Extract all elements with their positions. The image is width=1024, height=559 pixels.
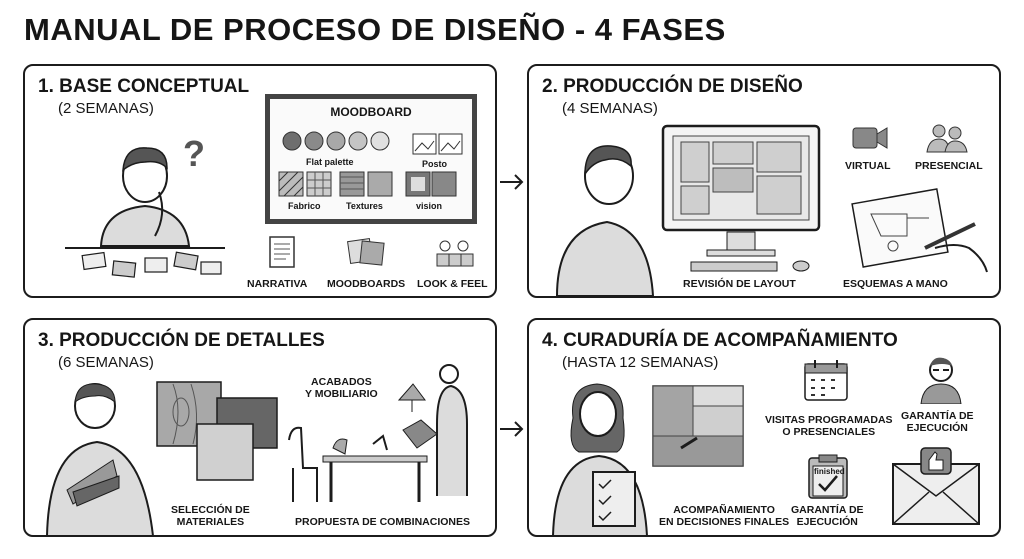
calendar-icon — [804, 360, 848, 401]
phase-panel-3: 3. PRODUCCIÓN DE DETALLES (6 SEMANAS) SE… — [23, 318, 497, 537]
item-moodboards: MOODBOARDS — [327, 278, 406, 290]
phase-title: 1. BASE CONCEPTUAL — [38, 76, 250, 97]
vision-label: vision — [416, 201, 443, 211]
finished-note: finished — [814, 467, 845, 476]
textures-label: Textures — [346, 201, 383, 211]
item-seleccion-materiales: SELECCIÓN DE MATERIALES — [171, 504, 250, 528]
phase-panel-1: 1. BASE CONCEPTUAL (2 SEMANAS) ? MOODBOA… — [23, 64, 497, 298]
hand-sketch-illustration — [851, 188, 988, 273]
phase-title: 2. PRODUCCIÓN DE DISEÑO — [542, 76, 803, 97]
designer-person-illustration — [555, 145, 655, 296]
item-garantia-2: GARANTÍA DE EJECUCIÓN — [791, 504, 864, 528]
palette-swatches — [282, 131, 390, 151]
item-acompanamiento: ACOMPAÑAMIENTO EN DECISIONES FINALES — [659, 504, 790, 528]
texture-samples — [278, 171, 457, 197]
phase-duration: (6 SEMANAS) — [58, 354, 154, 371]
item-propuesta-combinaciones: PROPUESTA DE COMBINACIONES — [295, 516, 471, 528]
arrow-right-icon — [500, 174, 524, 190]
phase-title: 4. CURADURÍA DE ACOMPAÑAMIENTO — [542, 330, 898, 351]
material-samples-illustration — [156, 381, 278, 481]
svg-text:?: ? — [183, 133, 205, 174]
flat-palette-label: Flat palette — [306, 157, 354, 167]
document-icon — [269, 236, 295, 268]
phase-duration: (HASTA 12 SEMANAS) — [562, 354, 719, 371]
thinking-person-illustration: ? — [65, 133, 225, 278]
item-look-feel: LOOK & FEEL — [417, 278, 488, 290]
fabrico-label: Fabrico — [288, 201, 321, 211]
item-revision-layout: REVISIÓN DE LAYOUT — [683, 278, 796, 290]
moodboard-board: MOODBOARD Flat palette Posto — [265, 94, 477, 224]
item-presencial: PRESENCIAL — [915, 160, 983, 172]
monitor-layout-illustration — [661, 124, 821, 272]
item-visitas-programadas: VISITAS PROGRAMADAS O PRESENCIALES — [765, 414, 893, 438]
posto-label: Posto — [422, 159, 448, 169]
finished-clipboard-icon — [808, 454, 848, 499]
item-narrativa: NARRATIVA — [247, 278, 308, 290]
phase-duration: (2 SEMANAS) — [58, 100, 154, 117]
arrow-right-icon — [500, 421, 524, 437]
item-esquemas-mano: ESQUEMAS A MANO — [843, 278, 948, 290]
phase-title: 3. PRODUCCIÓN DE DETALLES — [38, 330, 325, 351]
phase-panel-2: 2. PRODUCCIÓN DE DISEÑO (4 SEMANAS) VIRT… — [527, 64, 1001, 298]
supervisor-avatar-icon — [920, 357, 962, 404]
item-garantia-1: GARANTÍA DE EJECUCIÓN — [901, 410, 974, 434]
people-icon — [926, 124, 968, 153]
phase-panel-4: 4. CURADURÍA DE ACOMPAÑAMIENTO (HASTA 12… — [527, 318, 1001, 537]
person-swatches-illustration — [46, 383, 154, 535]
phase-duration: (4 SEMANAS) — [562, 100, 658, 117]
photos-icon — [347, 238, 385, 266]
image-placeholder-icon — [412, 133, 463, 155]
video-camera-icon — [852, 127, 888, 149]
woman-clipboard-illustration — [552, 383, 648, 535]
page-title: MANUAL DE PROCESO DE DISEÑO - 4 FASES — [24, 12, 726, 47]
thumbs-up-envelope-icon — [892, 447, 980, 525]
moodboard-heading: MOODBOARD — [330, 105, 412, 119]
people-icon — [436, 240, 474, 267]
item-acabados-mobiliario: ACABADOS Y MOBILIARIO — [305, 376, 378, 400]
floorplan-board-illustration — [652, 385, 744, 467]
furniture-scene-illustration — [288, 364, 468, 502]
item-virtual: VIRTUAL — [845, 160, 891, 172]
